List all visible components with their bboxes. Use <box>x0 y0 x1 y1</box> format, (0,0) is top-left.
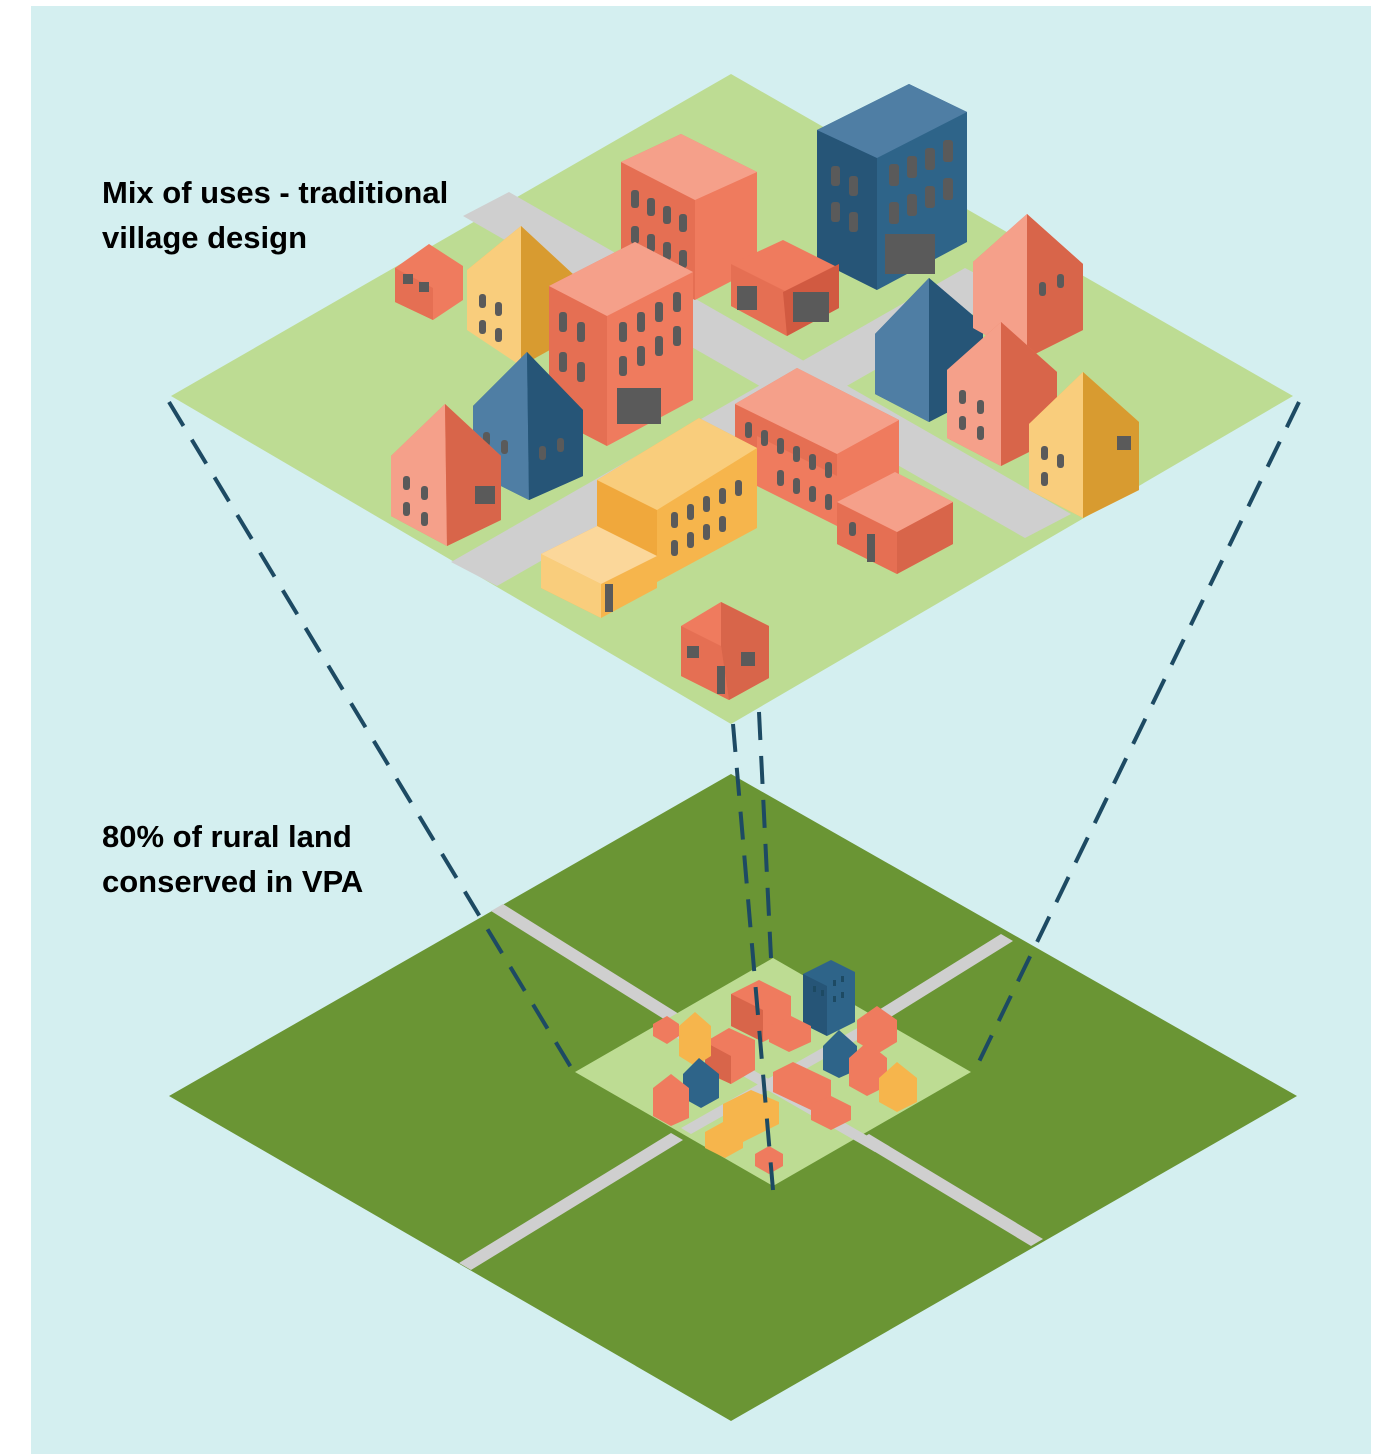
village-road-2 <box>451 268 1011 586</box>
road-sw <box>459 1133 683 1270</box>
yellow-house-left <box>467 226 575 366</box>
yellow-long-building <box>541 418 757 618</box>
rural-land-label: 80% of rural land conserved in VPA <box>102 814 363 904</box>
projection-line-right <box>971 401 1301 1075</box>
blue-tower <box>817 84 967 290</box>
road-se <box>857 1134 1043 1246</box>
road-ne <box>861 934 1013 1028</box>
rural-land-label-line1: 80% of rural land <box>102 819 352 854</box>
red-tower <box>549 242 693 446</box>
small-red-house-front <box>681 602 769 700</box>
small-red-house-left <box>395 244 463 320</box>
road-nw <box>491 904 679 1021</box>
projection-line-center-left <box>731 723 775 1191</box>
red-long-building-front <box>735 368 953 574</box>
red-house-far-right <box>973 214 1083 358</box>
yellow-house-right <box>1029 372 1139 518</box>
village-diagram <box>31 6 1371 1454</box>
village-design-label: Mix of uses - traditional village design <box>102 170 448 260</box>
village-design-label-line2: village design <box>102 220 308 255</box>
red-house-lower-left <box>391 404 501 546</box>
illustration-canvas: Mix of uses - traditional village design… <box>31 6 1371 1454</box>
projection-lines <box>167 400 1301 1191</box>
rural-land-label-line2: conserved in VPA <box>102 864 364 899</box>
village-buildings <box>391 84 1139 700</box>
rural-plane <box>169 774 1297 1421</box>
village-design-label-line1: Mix of uses - traditional <box>102 175 449 210</box>
mini-buildings <box>653 960 917 1174</box>
